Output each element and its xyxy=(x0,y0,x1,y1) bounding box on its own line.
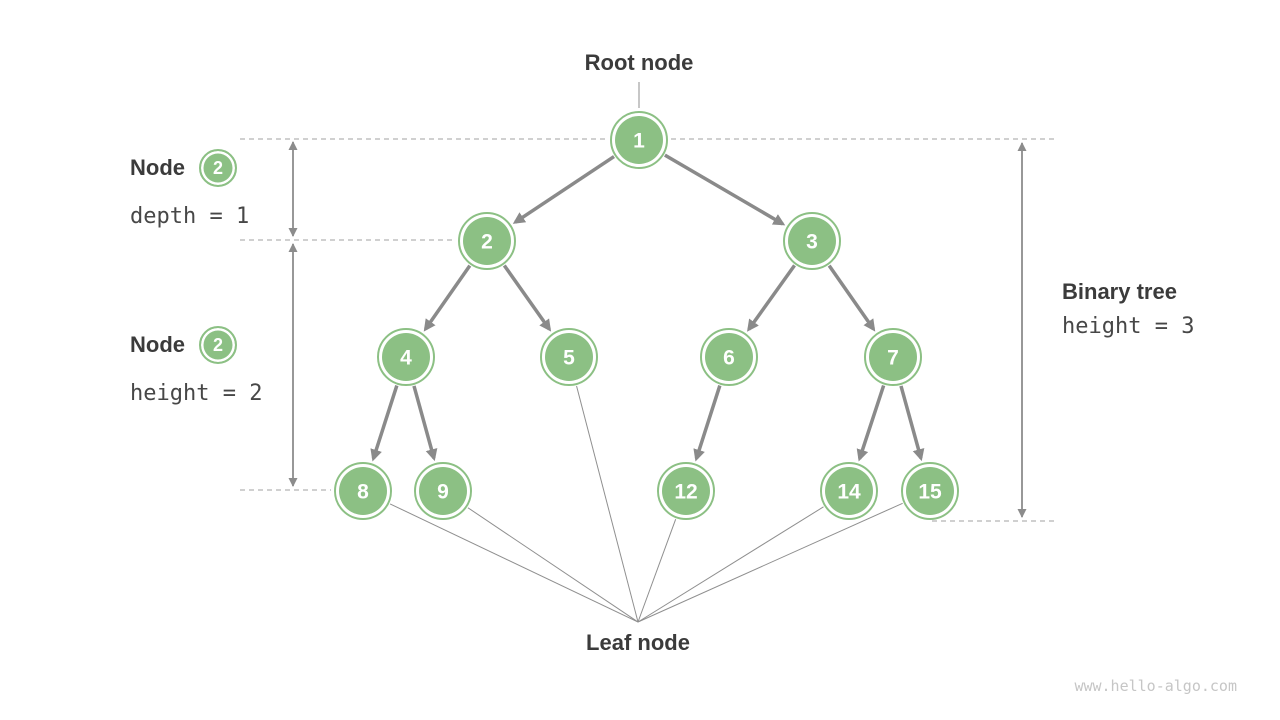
leaf-pointer-line-5 xyxy=(576,385,639,623)
tree-node-5: 5 xyxy=(540,328,598,386)
leaf-node-label: Leaf node xyxy=(586,630,690,655)
tree-node-value-8: 8 xyxy=(357,481,369,504)
root-node-label: Root node xyxy=(584,50,694,75)
tree-node-circle-4 xyxy=(382,333,430,381)
tree-edge-3-7 xyxy=(827,264,876,332)
leaf-pointer-line-12 xyxy=(637,518,677,623)
tree-edge-7-14 xyxy=(856,384,886,462)
tree-node-value-5: 5 xyxy=(563,347,575,370)
tree-node-value-12: 12 xyxy=(674,481,697,504)
tree-node-value-4: 4 xyxy=(400,347,412,370)
tree-edge-7-15 xyxy=(899,385,925,462)
annotation-height-equation: height = 2 xyxy=(130,381,263,406)
tree-edge-4-9 xyxy=(412,385,438,462)
node-badge-height: 2 xyxy=(199,326,237,364)
tree-edge-4-8 xyxy=(370,385,399,462)
annotation-node-depth-row: Node 2 xyxy=(130,147,249,189)
tree-node-8: 8 xyxy=(334,462,392,520)
tree-edge-1-3 xyxy=(664,153,786,226)
tree-node-circle-12 xyxy=(662,467,710,515)
tree-node-circle-15 xyxy=(906,467,954,515)
tree-edge-6-12 xyxy=(693,385,722,462)
tree-edge-2-4 xyxy=(423,264,472,332)
annotation-node-height-title: Node xyxy=(130,332,185,357)
tree-edge-1-2 xyxy=(512,155,615,224)
tree-node-1: 1 xyxy=(610,111,668,169)
annotation-node-depth: Node 2 depth = 1 xyxy=(130,147,249,229)
tree-node-6: 6 xyxy=(700,328,758,386)
tree-node-3: 3 xyxy=(783,212,841,270)
annotation-tree-height: Binary tree height = 3 xyxy=(1062,279,1194,339)
tree-node-4: 4 xyxy=(377,328,435,386)
tree-node-2: 2 xyxy=(458,212,516,270)
tree-node-value-14: 14 xyxy=(837,481,861,504)
tree-node-12: 12 xyxy=(657,462,715,520)
tree-edge-2-5 xyxy=(502,264,552,332)
annotation-tree-height-title: Binary tree xyxy=(1062,279,1177,304)
node-badge-depth: 2 xyxy=(199,149,237,187)
leaf-pointer-line-8 xyxy=(389,503,639,623)
tree-node-circle-7 xyxy=(869,333,917,381)
watermark-text: www.hello-algo.com xyxy=(1074,677,1237,695)
tree-node-circle-6 xyxy=(705,333,753,381)
tree-node-15: 15 xyxy=(901,462,959,520)
tree-node-value-6: 6 xyxy=(723,347,735,370)
tree-node-circle-8 xyxy=(339,467,387,515)
annotation-node-height: Node 2 height = 2 xyxy=(130,324,262,406)
leaf-pointer-line-15 xyxy=(637,502,903,623)
annotation-tree-height-equation: height = 3 xyxy=(1062,314,1195,339)
annotation-node-depth-title: Node xyxy=(130,155,185,180)
tree-node-value-15: 15 xyxy=(918,481,942,504)
tree-edge-3-6 xyxy=(747,264,796,332)
tree-node-9: 9 xyxy=(414,462,472,520)
leaf-pointer-line-14 xyxy=(637,506,824,623)
tree-node-circle-5 xyxy=(545,333,593,381)
tree-node-circle-2 xyxy=(463,217,511,265)
tree-node-circle-14 xyxy=(825,467,873,515)
annotation-depth-equation: depth = 1 xyxy=(130,204,250,229)
tree-node-value-3: 3 xyxy=(806,231,818,254)
tree-node-14: 14 xyxy=(820,462,878,520)
tree-node-circle-9 xyxy=(419,467,467,515)
tree-node-value-7: 7 xyxy=(887,347,899,370)
tree-node-circle-3 xyxy=(788,217,836,265)
annotation-node-height-row: Node 2 xyxy=(130,324,262,366)
tree-node-7: 7 xyxy=(864,328,922,386)
leaf-pointer-line-9 xyxy=(467,507,639,623)
tree-node-value-9: 9 xyxy=(437,481,449,504)
tree-node-value-1: 1 xyxy=(633,130,645,153)
tree-node-value-2: 2 xyxy=(481,231,493,254)
tree-node-circle-1 xyxy=(615,116,663,164)
